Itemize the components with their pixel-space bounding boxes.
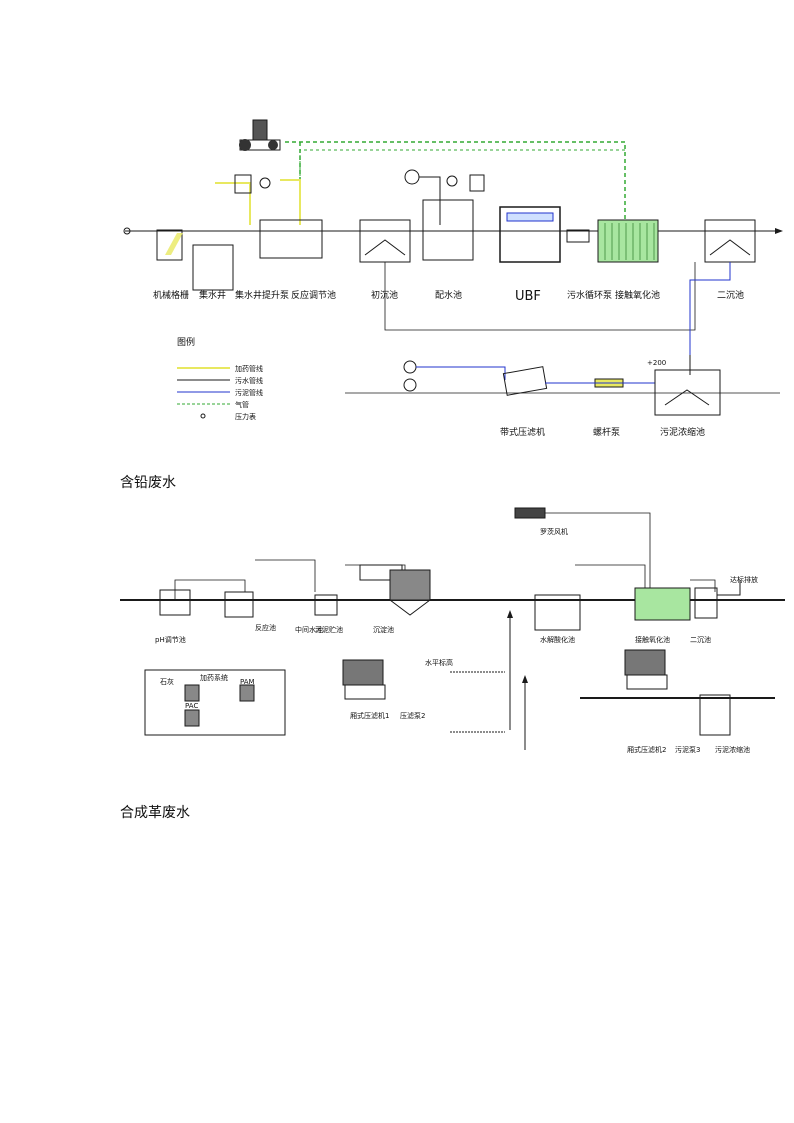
contact-oxidation-tank (634, 587, 691, 621)
label-collection-well: 集水井 (199, 289, 226, 301)
lead-wastewater-process-diagram: 机械格栅 集水井 集水井提升泵 反应调节池 初沉池 配水池 UBF 污水循环泵 … (123, 119, 783, 438)
grille-tank (156, 229, 183, 261)
elevation-label: +200 (647, 359, 666, 367)
label-grille: 机械格栅 (153, 289, 189, 301)
ubf-reactor (499, 206, 561, 263)
label-water-level: 水平标高 (425, 658, 453, 667)
secondary-tank (694, 587, 718, 619)
label-hydrolysis: 水解酸化池 (540, 635, 575, 644)
pump-icon (403, 378, 417, 392)
gas-pipe (299, 149, 625, 220)
label-sludge-tank: 污泥贮池 (315, 625, 343, 634)
dosing-room (144, 669, 286, 736)
distribution-tank (422, 199, 474, 261)
label-secondary-settling: 二沉池 (717, 289, 744, 301)
label-sludge-thickener: 污泥浓缩池 (660, 426, 705, 438)
pump-icon (259, 177, 271, 189)
dosing-pipe (280, 179, 301, 225)
label-screw-pump: 螺杆泵 (593, 426, 620, 438)
contact-oxidation-tank (597, 219, 659, 263)
legend: 图例 加药管线 污水管线 污泥管线 气管 压力表 (177, 336, 263, 421)
label-settling: 沉淀池 (373, 625, 394, 634)
label-contact-oxidation: 接触氧化池 (615, 289, 660, 301)
label-lift-pump: 集水井提升泵 (235, 289, 289, 301)
label-dosing-room: 加药系统 (200, 673, 228, 682)
label-distribution: 配水池 (435, 289, 462, 301)
dosing-tank (234, 174, 252, 194)
primary-settling-tank (359, 219, 411, 263)
pump-icon (446, 175, 458, 187)
secondary-settling-tank (704, 219, 756, 263)
gauge-icon (404, 169, 420, 185)
label-primary-settling: 初沉池 (371, 289, 398, 301)
blower-icon (239, 119, 281, 151)
equalization-tank (259, 219, 323, 259)
dosing-pipe (215, 182, 251, 225)
legend-item: 污水管线 (235, 376, 263, 385)
label-equalization: pH调节池 (155, 635, 186, 644)
label-intermediate: 中间水池 (295, 625, 323, 634)
legend-item: 气管 (235, 400, 249, 409)
label-ubf: UBF (515, 289, 541, 304)
caption-lead-wastewater: 含铅废水 (120, 475, 176, 491)
label-contact-oxidation: 接触氧化池 (635, 635, 670, 644)
dosing-tank (469, 174, 485, 192)
label-reaction: 反应池 (255, 623, 276, 632)
intermediate-tank (314, 594, 338, 616)
filter-press-1 (342, 659, 384, 686)
label-filter-press-2: 厢式压滤机2 (627, 745, 666, 754)
gas-pipe (285, 141, 626, 225)
legend-title: 图例 (177, 336, 195, 348)
legend-item: 污泥管线 (235, 388, 263, 397)
label-fan: 罗茨风机 (540, 527, 568, 536)
settling-tank (389, 569, 431, 601)
caption-synthetic-leather: 合成革废水 (120, 805, 190, 821)
pump-icon (403, 360, 417, 374)
hydrolysis-tank (534, 594, 581, 631)
label-filter-press-1: 厢式压滤机1 (350, 711, 389, 720)
sludge-thickener (699, 694, 731, 736)
label-lime: 石灰 (160, 677, 174, 686)
filter-press-2 (624, 649, 666, 676)
collection-well (192, 244, 234, 291)
label-pac: PAC (185, 702, 198, 710)
label-discharge: 达标排放 (730, 575, 758, 584)
reaction-tank (224, 591, 254, 618)
label-pam: PAM (240, 678, 255, 686)
label-equalization: 反应调节池 (291, 289, 336, 301)
label-belt-press: 带式压滤机 (500, 426, 545, 438)
label-press-pump-2: 压滤泵2 (400, 711, 425, 720)
circulation-pump-box (566, 229, 590, 243)
synthetic-leather-process-diagram: 罗茨风机 pH调节池 反应池 中间水池 污泥贮池 沉淀池 水解酸化池 接触氧化池… (120, 507, 785, 754)
fan-icon (514, 507, 546, 519)
label-sludge-thickener: 污泥浓缩池 (715, 745, 750, 754)
equalization-tank (159, 589, 191, 616)
label-sludge-pump-3: 污泥泵3 (675, 746, 700, 754)
legend-item: 压力表 (235, 412, 256, 421)
label-secondary: 二沉池 (690, 635, 711, 644)
belt-press (502, 366, 548, 396)
sludge-thickener (654, 369, 721, 416)
legend-item: 加药管线 (235, 364, 263, 373)
label-circulation-pump: 污水循环泵 (567, 289, 612, 301)
